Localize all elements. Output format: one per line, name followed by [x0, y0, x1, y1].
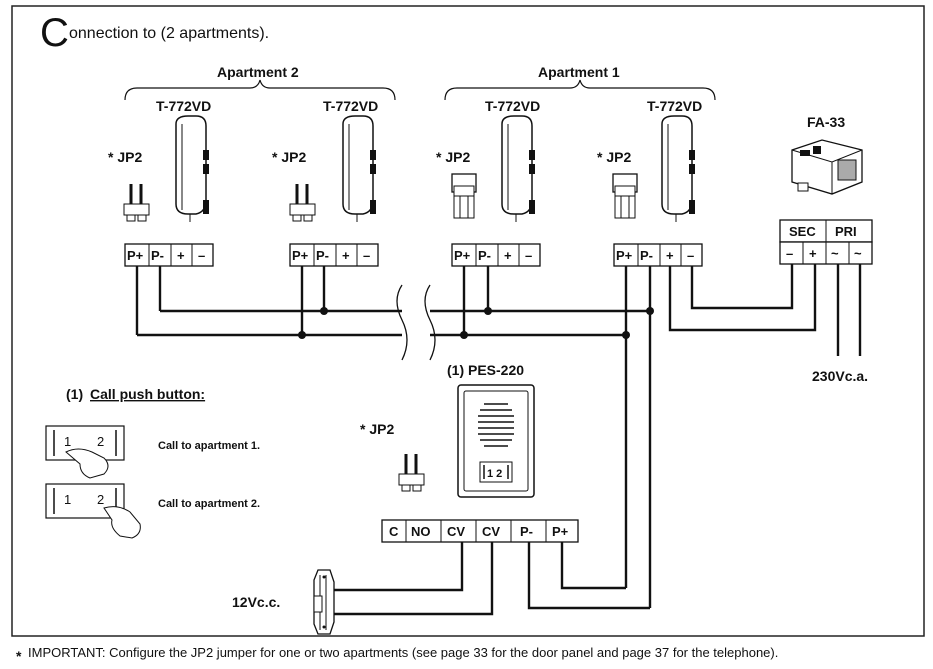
terminal-block-phone-1: P+ P- + –: [124, 243, 214, 267]
power-supply-terminals: SEC PRI – + ~ ~: [779, 219, 873, 265]
legend-heading: Call push button:: [90, 386, 205, 402]
pri-label: PRI: [835, 224, 857, 239]
jp2-label-2: * JP2: [272, 149, 306, 165]
legend-button-apt2: 1 2: [45, 483, 141, 539]
phone-2-model: T-772VD: [323, 98, 378, 114]
phone-3-model: T-772VD: [485, 98, 540, 114]
terminal-plus: +: [504, 248, 512, 263]
footnote-text: IMPORTANT: Configure the JP2 jumper for …: [28, 645, 778, 660]
sec-label: SEC: [789, 224, 816, 239]
junction-dots: [298, 307, 654, 339]
legend-button-apt1: 1 2: [45, 425, 125, 479]
door-panel-terminals: C NO CV CV P- P+: [381, 519, 579, 543]
phone-3: [501, 115, 535, 222]
legend-heading-prefix: (1): [66, 386, 83, 402]
panel-buttons-label: 1 2: [487, 468, 502, 480]
terminal-minus: –: [687, 248, 694, 263]
terminal-p-minus: P-: [151, 248, 164, 263]
power-supply-icon: [791, 139, 863, 195]
legend-item-1: Call to apartment 1.: [158, 440, 260, 452]
terminal-minus: –: [363, 248, 370, 263]
terminal-plus: +: [177, 248, 185, 263]
terminal-p-plus: P+: [292, 248, 309, 263]
cable-break-right: [424, 284, 436, 361]
terminal-minus: –: [525, 248, 532, 263]
terminal-p-minus: P-: [520, 524, 533, 539]
terminal-p-plus: P+: [616, 248, 633, 263]
mains-voltage: 230Vc.a.: [812, 368, 868, 384]
terminal-block-phone-4: P+ P- + –: [613, 243, 703, 267]
apartment-2-label: Apartment 2: [217, 64, 299, 80]
terminal-plus: +: [666, 248, 674, 263]
jumper-open-panel: [398, 454, 425, 492]
speaker-grille: [478, 403, 514, 447]
legend-btn-1: 1: [64, 434, 71, 449]
terminal-c: C: [389, 524, 399, 539]
phone-1-model: T-772VD: [156, 98, 211, 114]
lock-voltage: 12Vc.c.: [232, 594, 280, 610]
terminal-p-plus: P+: [127, 248, 144, 263]
terminal-cv-1: CV: [447, 524, 465, 539]
jumper-open-1: [123, 184, 150, 222]
wiring: [135, 264, 862, 616]
terminal-no: NO: [411, 524, 431, 539]
phone-2: [342, 115, 376, 222]
terminal-p-plus: P+: [454, 248, 471, 263]
door-panel: 1 2: [457, 384, 535, 498]
terminal-p-minus: P-: [316, 248, 329, 263]
terminal-minus: –: [198, 248, 205, 263]
terminal-cv-2: CV: [482, 524, 500, 539]
frame: [11, 5, 925, 637]
jp2-label-3: * JP2: [436, 149, 470, 165]
pri-ac-1: ~: [831, 246, 839, 261]
jumper-closed-3: [451, 173, 477, 219]
cable-break-left: [396, 284, 408, 361]
pri-ac-2: ~: [854, 246, 862, 261]
title-text: onnection to (2 apartments).: [69, 25, 269, 42]
apartment-1-brace: [444, 79, 716, 101]
phone-1: [175, 115, 209, 222]
terminal-p-minus: P-: [640, 248, 653, 263]
footnote-star: *: [16, 648, 22, 664]
terminal-block-phone-2: P+ P- + –: [289, 243, 379, 267]
legend-btn-2: 2: [97, 492, 104, 507]
apartment-1-label: Apartment 1: [538, 64, 620, 80]
phone-4: [661, 115, 695, 222]
legend-btn-1: 1: [64, 492, 71, 507]
legend-btn-2: 2: [97, 434, 104, 449]
apartment-2-brace: [124, 79, 396, 101]
door-panel-label: (1) PES-220: [447, 362, 524, 378]
phone-4-model: T-772VD: [647, 98, 702, 114]
terminal-plus: +: [342, 248, 350, 263]
terminal-block-phone-3: P+ P- + –: [451, 243, 541, 267]
door-lock: [313, 569, 335, 635]
legend-item-2: Call to apartment 2.: [158, 498, 260, 510]
terminal-p-plus: P+: [552, 524, 569, 539]
terminal-p-minus: P-: [478, 248, 491, 263]
sec-plus: +: [809, 246, 817, 261]
title-initial: C: [40, 11, 69, 55]
jp2-label-1: * JP2: [108, 149, 142, 165]
jumper-closed-4: [612, 173, 638, 219]
power-supply-model: FA-33: [807, 114, 845, 130]
jp2-label-panel: * JP2: [360, 421, 394, 437]
jp2-label-4: * JP2: [597, 149, 631, 165]
jumper-open-2: [289, 184, 316, 222]
sec-minus: –: [786, 246, 793, 261]
